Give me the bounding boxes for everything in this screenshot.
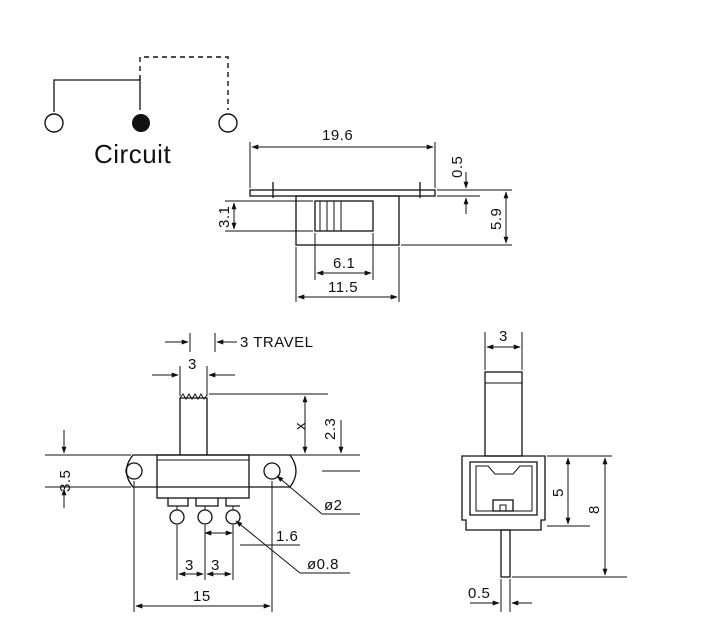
side-dim-pitch-b: 3 <box>211 557 220 574</box>
top-dim-3-1: 3.1 <box>216 206 233 228</box>
side-dim-travel: 3 TRAVEL <box>240 334 313 351</box>
side-dim-1-6: 1.6 <box>276 528 298 545</box>
side-dim-2-3: 2.3 <box>322 418 339 440</box>
top-dim-19-6: 19.6 <box>322 127 353 144</box>
end-dim-8: 8 <box>586 505 603 514</box>
side-mount-hole-right <box>263 462 281 480</box>
top-dim-5-9: 5.9 <box>488 208 505 230</box>
end-housing <box>461 455 546 531</box>
circuit-symbol: Circuit <box>44 56 238 169</box>
side-actuator <box>179 397 208 455</box>
circuit-terminal-common <box>132 114 150 132</box>
circuit-wire-right-dashed <box>139 56 229 110</box>
side-dim-x: x <box>292 422 309 430</box>
top-dim-6-1: 6.1 <box>333 255 355 272</box>
side-dim-pitch-a: 3 <box>185 557 194 574</box>
top-mounting-plate <box>249 189 436 197</box>
end-pin <box>500 529 511 578</box>
end-housing-inner <box>475 465 533 512</box>
end-dim-3: 3 <box>499 328 508 345</box>
side-terminals <box>167 498 241 525</box>
circuit-terminal-right <box>218 113 238 133</box>
end-actuator <box>484 371 523 457</box>
circuit-terminal-left <box>44 113 64 133</box>
top-view: 19.6 0.5 5.9 3.1 6.1 11.5 <box>216 127 512 302</box>
side-actuator-grip <box>179 393 208 400</box>
circuit-wire-left <box>53 79 141 112</box>
side-dim-15: 15 <box>193 588 211 605</box>
top-dim-0-5: 0.5 <box>449 156 466 178</box>
side-dim-dia-0-8: ø0.8 <box>307 556 339 573</box>
end-dim-0-5: 0.5 <box>468 585 490 602</box>
end-dim-5: 5 <box>550 488 567 497</box>
side-body <box>156 454 250 499</box>
side-mount-hole-left <box>125 462 143 480</box>
end-view: 3 5 8 0.5 <box>461 328 627 612</box>
top-body <box>295 195 400 246</box>
side-dim-3-5: 3.5 <box>57 470 74 492</box>
top-dim-11-5: 11.5 <box>328 279 358 296</box>
top-actuator <box>314 200 374 232</box>
side-dim-dia-2: ø2 <box>324 497 343 514</box>
top-actuator-grip <box>319 201 342 231</box>
side-dim-3: 3 <box>188 356 197 373</box>
side-view: 3 TRAVEL 3 x 2.3 3.5 ø2 1.6 ø0.8 <box>45 333 360 612</box>
circuit-label: Circuit <box>94 139 171 169</box>
